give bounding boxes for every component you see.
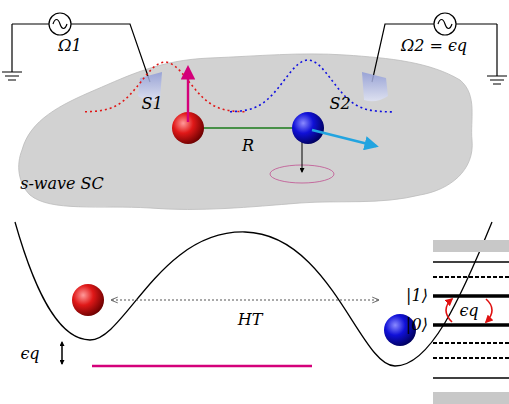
double-well-potential bbox=[15, 222, 492, 366]
sine-symbol bbox=[438, 20, 452, 29]
region-label: s-wave SC bbox=[20, 176, 104, 192]
continuum-band bbox=[433, 240, 509, 252]
continuum-band bbox=[433, 392, 509, 404]
energy-offset-arrow bbox=[62, 342, 63, 364]
drive-arrow bbox=[446, 299, 452, 322]
state-label: |0⟩ bbox=[406, 317, 428, 333]
ground-symbol bbox=[487, 76, 507, 84]
spin-sphere-blue bbox=[292, 112, 324, 144]
spin-arrow bbox=[187, 68, 189, 122]
energy-level bbox=[433, 357, 509, 359]
ground-level bbox=[92, 365, 312, 367]
energy-label: ϵq bbox=[20, 346, 39, 362]
ac-source-left bbox=[2, 13, 150, 82]
state-label: |1⟩ bbox=[406, 288, 428, 304]
tunnel-arrow bbox=[112, 299, 378, 300]
energy-level bbox=[433, 276, 509, 278]
wire bbox=[372, 24, 497, 82]
spin-label: S1 bbox=[141, 96, 162, 112]
source-circle bbox=[49, 13, 71, 35]
source-label: Ω2 = ϵq bbox=[401, 38, 467, 54]
wire bbox=[496, 24, 497, 76]
energy-label: ϵq bbox=[459, 303, 478, 319]
energy-spectrum bbox=[433, 240, 509, 404]
wire bbox=[12, 24, 150, 82]
tip-cone bbox=[362, 72, 388, 101]
spin-arrow bbox=[312, 130, 376, 146]
precession-axis bbox=[302, 140, 303, 172]
distance-label: R bbox=[242, 138, 254, 154]
spin-label: S2 bbox=[329, 96, 350, 112]
energy-level bbox=[433, 377, 509, 378]
distance-line bbox=[188, 127, 308, 128]
spin-sphere-red bbox=[72, 284, 104, 316]
wavefunction-blue bbox=[230, 60, 392, 112]
energy-level-1 bbox=[433, 294, 509, 298]
energy-level bbox=[433, 261, 509, 262]
tunneling-label: HT bbox=[238, 312, 263, 328]
superconductor-region bbox=[19, 54, 473, 210]
sine-symbol bbox=[53, 20, 67, 29]
drive-arrow bbox=[486, 299, 492, 322]
wavefunction-red bbox=[85, 62, 245, 112]
energy-level-0 bbox=[433, 323, 509, 327]
source-label: Ω1 bbox=[58, 38, 81, 54]
ground-symbol bbox=[2, 72, 22, 80]
energy-level bbox=[433, 342, 509, 344]
source-circle bbox=[434, 13, 456, 35]
wire bbox=[11, 24, 12, 72]
ac-source-right bbox=[372, 13, 507, 84]
